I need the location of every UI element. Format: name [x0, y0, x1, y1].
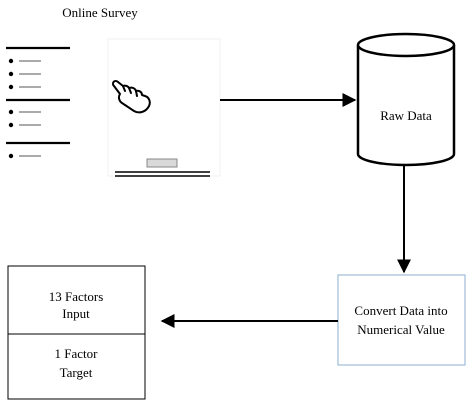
pointing-hand-icon [111, 79, 151, 114]
raw-data-label: Raw Data [380, 108, 432, 123]
target-label-line2: Target [60, 365, 93, 380]
survey-form-icon [6, 38, 221, 177]
convert-label-line2: Numerical Value [357, 322, 445, 337]
database-cylinder-icon [356, 32, 456, 167]
input-label-line2: Input [62, 306, 90, 321]
convert-box [337, 274, 466, 366]
convert-label-line1: Convert Data into [354, 303, 447, 318]
target-label-line1: 1 Factor [55, 346, 99, 361]
dataset-box [7, 265, 146, 400]
input-label-line1: 13 Factors [49, 289, 104, 304]
laptop-base-icon [115, 158, 210, 177]
survey-title: Online Survey [62, 5, 138, 20]
